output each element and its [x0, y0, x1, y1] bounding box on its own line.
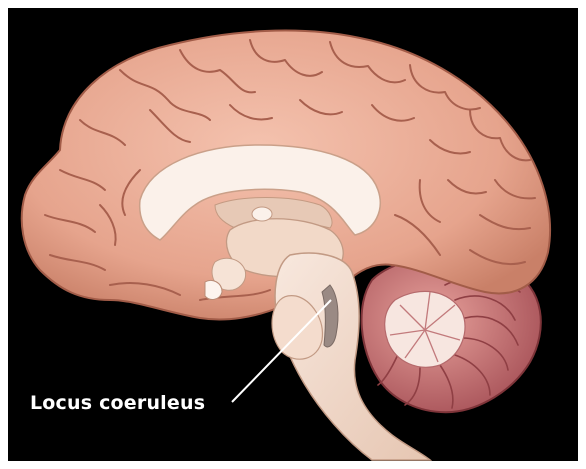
pineal	[252, 207, 272, 221]
locus-coeruleus-label: Locus coeruleus	[30, 392, 205, 414]
